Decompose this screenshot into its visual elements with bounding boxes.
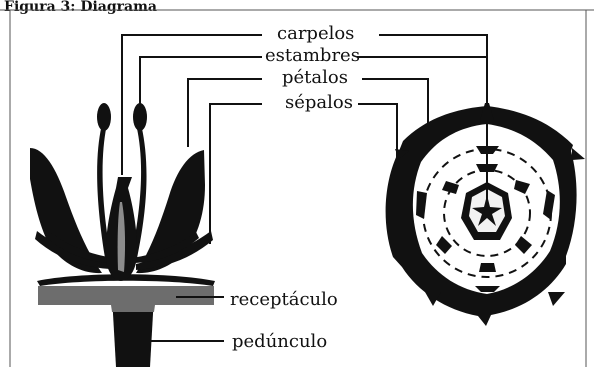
label-estambres: estambres [265,45,360,66]
left-stamen-anther [97,103,111,131]
leader-sepalos-right [358,104,397,165]
receptacle-shape [38,286,214,312]
leader-petalos-left [188,79,262,147]
right-stamen-anther [133,103,147,131]
label-pedunculo: pedúnculo [232,331,327,352]
label-receptaculo: receptáculo [230,289,338,310]
floral-diagram [386,103,585,326]
bottom-right-sepal-tip [548,292,565,306]
label-petalos: pétalos [282,67,348,88]
label-carpelos: carpelos [277,23,354,44]
figure-caption: Figura 3: Diagrama [4,0,157,15]
label-sepalos: sépalos [285,92,353,113]
leader-estambres-left [140,57,262,106]
right-sepal-tip [572,148,585,160]
bottom-stamen-mark [479,263,496,272]
leader-sepalos-left [210,104,262,244]
